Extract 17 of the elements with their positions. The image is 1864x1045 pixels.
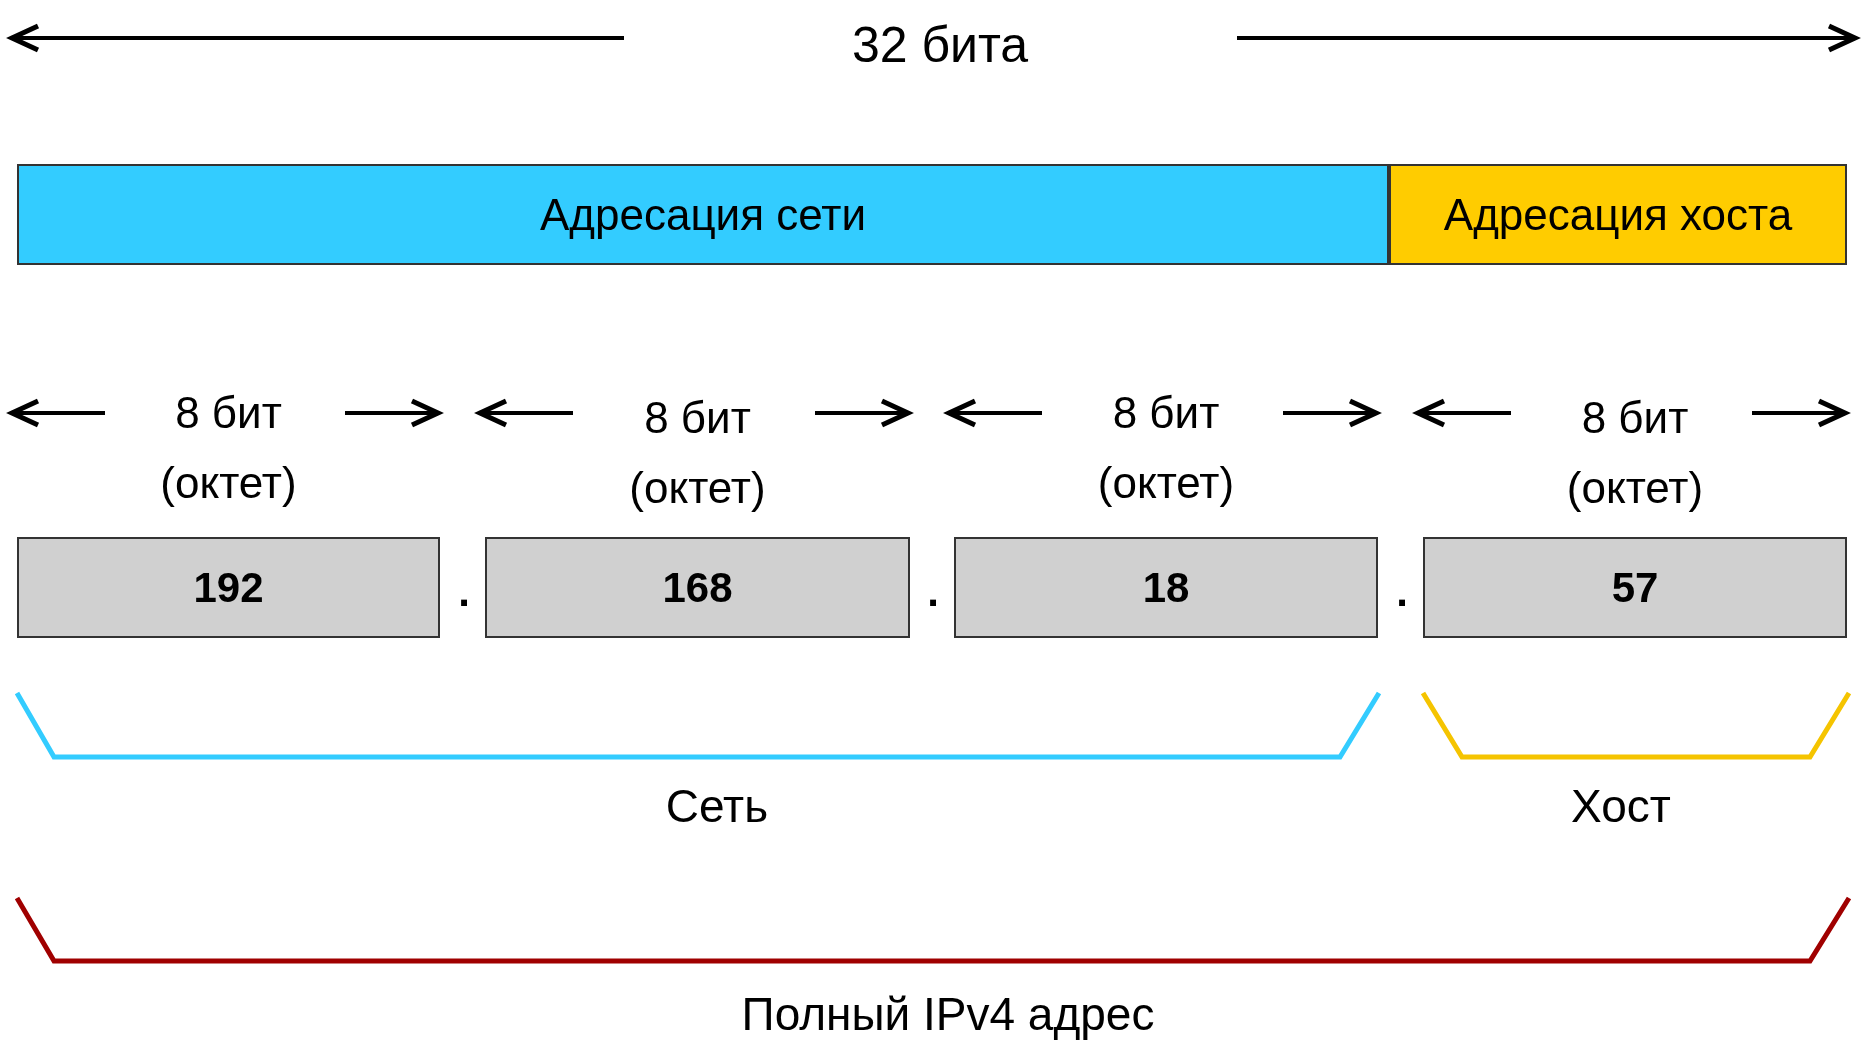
bracket-label: Сеть — [664, 779, 770, 834]
octet-box: 57 — [1423, 537, 1847, 638]
address-bar-segment: Адресация сети — [17, 164, 1389, 265]
octet-label: 8 бит (октет) — [1096, 387, 1236, 509]
separator-dot: . — [1395, 567, 1409, 617]
width-label: 32 бита — [850, 16, 1030, 75]
separator-dot: . — [926, 567, 940, 617]
octet-label: 8 бит (октет) — [628, 392, 767, 514]
bracket-label: Хост — [1570, 779, 1672, 834]
octet-label: 8 бит (октет) — [159, 387, 298, 509]
bracket-label: Полный IPv4 адрес — [740, 988, 1156, 1040]
octet-label: 8 бит (октет) — [1565, 392, 1705, 514]
separator-dot: . — [457, 567, 471, 617]
octet-box: 18 — [954, 537, 1378, 638]
address-bar-segment: Адресация хоста — [1389, 164, 1847, 265]
octet-box: 192 — [17, 537, 440, 638]
octet-box: 168 — [485, 537, 910, 638]
